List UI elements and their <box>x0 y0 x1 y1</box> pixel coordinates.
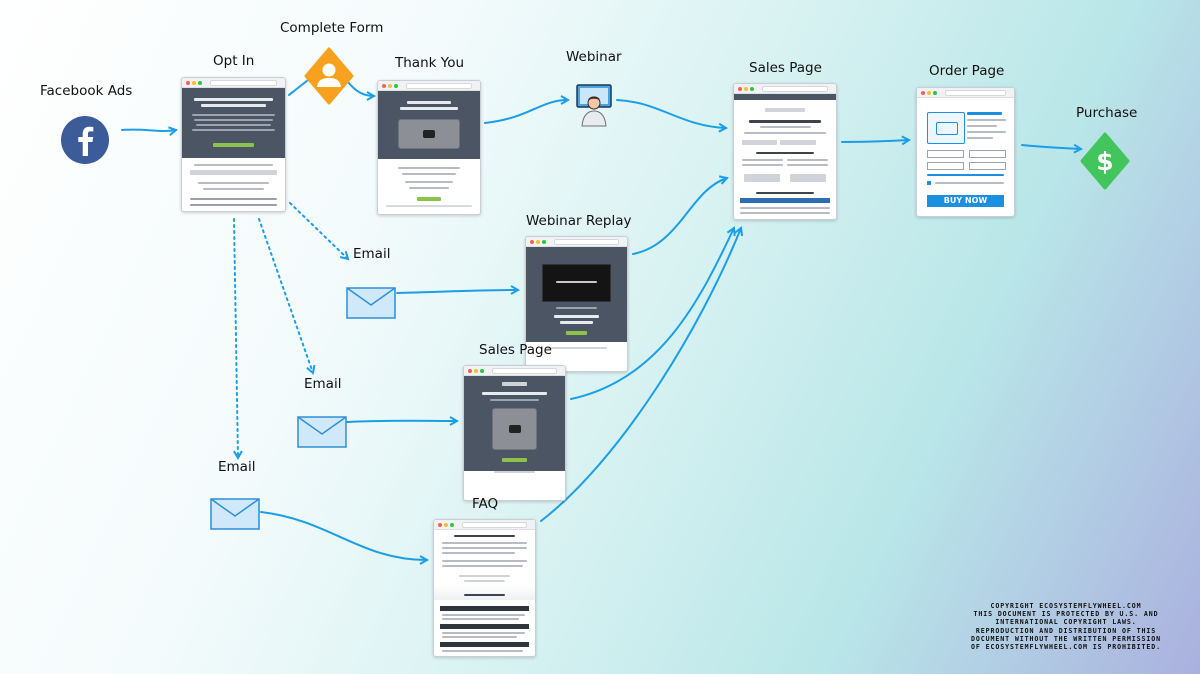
arrow-optin-to-form <box>288 79 309 96</box>
label-sales-page-middle: Sales Page <box>479 342 552 358</box>
purchase-dollar-icon: $ <box>1080 132 1130 190</box>
order-page-thumbnail: BUY NOW <box>916 87 1015 217</box>
arrow-form-to-thankyou <box>347 81 377 101</box>
label-webinar: Webinar <box>566 49 622 65</box>
email-envelope-icon <box>297 416 347 448</box>
arrow-sales-to-order <box>841 135 912 146</box>
arrow-thankyou-to-webinar <box>484 95 571 124</box>
copyright-notice: COPYRIGHT ECOSYSTEMFLYWHEEL.COM THIS DOC… <box>952 602 1180 651</box>
arrow-facebook-to-optin <box>121 126 178 136</box>
copyright-line: OF ECOSYSTEMFLYWHEEL.COM IS PROHIBITED. <box>971 643 1161 652</box>
dotted-optin-to-email2 <box>258 218 316 375</box>
copyright-line: INTERNATIONAL COPYRIGHT LAWS. <box>995 618 1137 627</box>
copyright-line: THIS DOCUMENT IS PROTECTED BY U.S. AND <box>973 610 1159 619</box>
optin-page-thumbnail <box>181 77 286 212</box>
label-faq: FAQ <box>472 496 499 512</box>
copyright-line: DOCUMENT WITHOUT THE WRITTEN PERMISSION <box>971 634 1161 643</box>
webinar-presenter-icon <box>576 84 612 127</box>
faq-page-thumbnail <box>433 519 536 657</box>
buy-now-button[interactable]: BUY NOW <box>927 195 1004 207</box>
copyright-line: COPYRIGHT ECOSYSTEMFLYWHEEL.COM <box>990 602 1142 610</box>
thankyou-page-thumbnail <box>377 80 481 215</box>
label-email-2: Email <box>304 376 342 392</box>
svg-text:$: $ <box>1096 147 1113 176</box>
form-user-icon <box>304 47 354 105</box>
arrow-replay-to-sales <box>632 175 729 255</box>
label-email-1: Email <box>353 246 391 262</box>
label-thank-you: Thank You <box>395 55 465 71</box>
dotted-optin-to-email3 <box>233 218 243 461</box>
label-complete-form: Complete Form <box>280 20 384 36</box>
arrow-webinar-to-sales <box>616 99 729 133</box>
arrow-order-to-purchase <box>1021 143 1084 154</box>
webinar-replay-page-thumbnail <box>525 236 628 372</box>
sales-page-video-thumbnail <box>463 365 566 501</box>
dotted-optin-to-email1 <box>289 202 350 261</box>
arrow-email1-to-replay <box>396 285 521 295</box>
arrow-email3-to-faq <box>260 511 430 565</box>
copyright-line: REPRODUCTION AND DISTRIBUTION OF THIS <box>975 626 1157 635</box>
email-envelope-icon <box>210 498 260 530</box>
email-envelope-icon <box>346 287 396 319</box>
arrow-faq-to-sales <box>540 226 744 522</box>
label-purchase: Purchase <box>1076 105 1138 121</box>
label-facebook-ads: Facebook Ads <box>40 83 133 99</box>
sales-page-thumbnail <box>733 83 837 220</box>
label-sales-page-top: Sales Page <box>749 60 822 76</box>
facebook-icon <box>61 116 109 164</box>
label-order-page: Order Page <box>929 63 1005 79</box>
label-webinar-replay: Webinar Replay <box>526 213 632 229</box>
label-opt-in: Opt In <box>213 53 255 69</box>
label-email-3: Email <box>218 459 256 475</box>
arrow-email2-to-sales2 <box>346 416 460 426</box>
arrow-sales2-to-sales <box>570 226 736 400</box>
